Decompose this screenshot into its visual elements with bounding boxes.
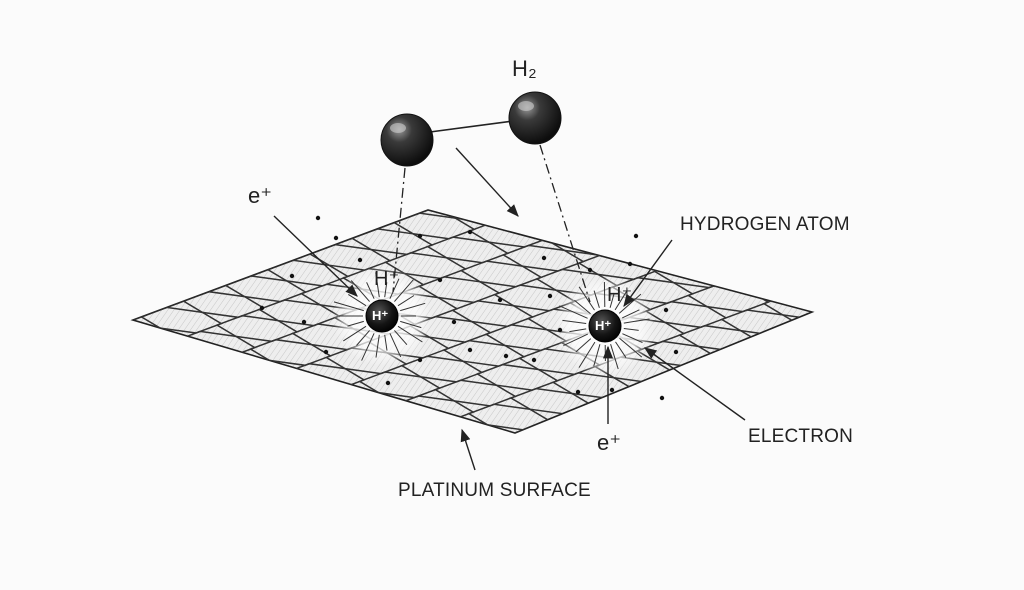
electron-dot [324, 350, 328, 354]
lattice-cell [403, 173, 483, 199]
electron-dot [452, 320, 456, 324]
electron-dot [532, 358, 536, 362]
label-platinum-surface: PLATINUM SURFACE [398, 480, 591, 502]
label-hydrogen-atom: HYDROGEN ATOM [680, 214, 850, 236]
electron-dot [316, 216, 320, 220]
lattice-cell [587, 397, 667, 423]
h2-atom-right-highlight [518, 101, 534, 111]
h2-atom-left-highlight [390, 123, 406, 133]
lattice-cell [621, 238, 701, 264]
electron-dot [548, 294, 552, 298]
electron-dot [610, 388, 614, 392]
electron-dot [504, 354, 508, 358]
arrow-platinum-surface [462, 430, 475, 470]
lattice-cell [840, 303, 920, 329]
electron-dot [664, 308, 668, 312]
electron-dot [588, 268, 592, 272]
ion-right-label: H⁺ [595, 318, 611, 334]
electron-dot [302, 320, 306, 324]
ion-left-label: H⁺ [372, 308, 388, 324]
electron-dot [542, 256, 546, 260]
electron-dot [334, 236, 338, 240]
label-e-left: e⁺ [248, 183, 272, 209]
h2-bond [430, 121, 513, 132]
lattice-cell [797, 318, 877, 344]
electron-dot [418, 358, 422, 362]
electron-dot [634, 234, 638, 238]
electron-dot [290, 274, 294, 278]
electron-dot [418, 234, 422, 238]
label-e-bottom: e⁺ [597, 430, 621, 456]
electron-dot [386, 381, 390, 385]
electron-dot [558, 328, 562, 332]
label-h2: H₂ [512, 56, 537, 82]
lattice-cell [713, 350, 793, 376]
lattice-cell [755, 334, 835, 360]
lattice-cell [730, 270, 810, 296]
electron-dot [438, 278, 442, 282]
electron-dot [468, 348, 472, 352]
electron-dot [660, 396, 664, 400]
h2-atom-right [509, 92, 561, 144]
electron-dot [468, 230, 472, 234]
label-electron: ELECTRON [748, 426, 853, 448]
electron-dot [628, 262, 632, 266]
electron-dot [358, 258, 362, 262]
h2-atom-left [381, 114, 433, 166]
electron-dot [260, 306, 264, 310]
lattice-cell [512, 206, 592, 232]
label-h-plus-right: H⁺ [607, 282, 632, 307]
label-h-plus-left: H⁺ [374, 266, 399, 291]
lattice-cell [671, 365, 751, 391]
electron-dot [576, 390, 580, 394]
arrow-molecule-to-surface [456, 148, 518, 216]
electron-dot [498, 298, 502, 302]
electron-dot [674, 350, 678, 354]
